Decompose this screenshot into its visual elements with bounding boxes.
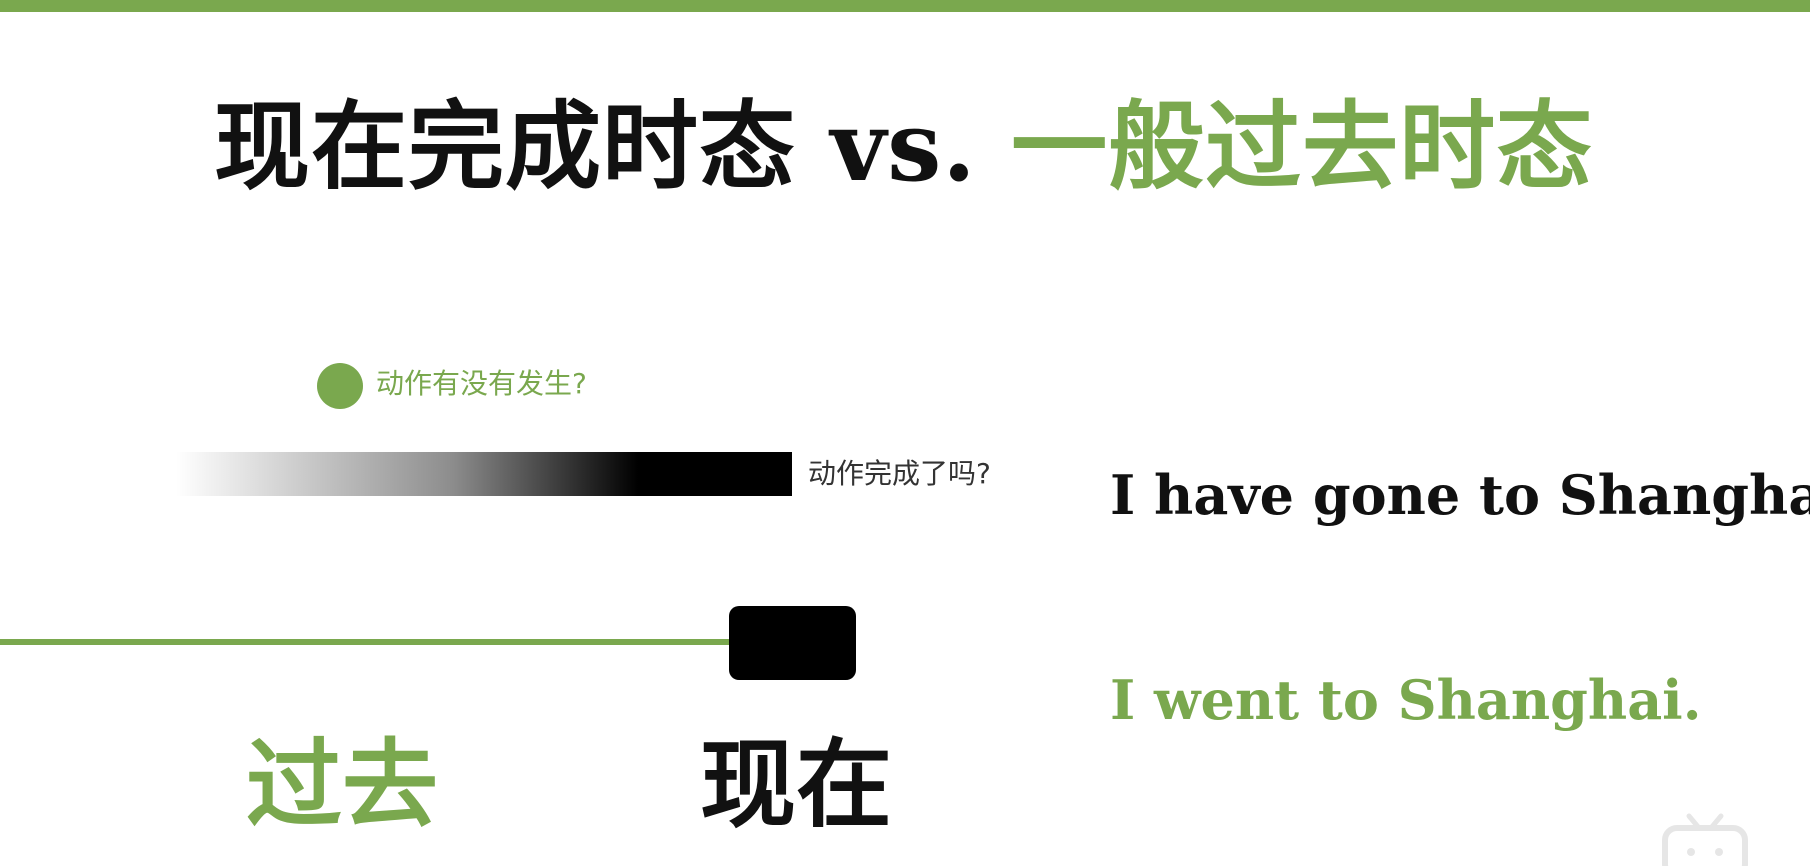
tv-logo-icon <box>1662 813 1748 866</box>
question-happened: 动作有没有发生? <box>376 367 587 400</box>
page-title: 现在完成时态 vs. 一般过去时态 <box>214 92 1593 202</box>
question-bullet-icon <box>317 363 363 409</box>
top-accent-bar <box>0 0 1810 12</box>
now-marker <box>729 606 856 680</box>
example-present-perfect: I have gone to Shanghai. <box>1110 463 1810 527</box>
title-present-perfect: 现在完成时态 vs. <box>214 90 1012 203</box>
question-completed: 动作完成了吗? <box>808 457 991 490</box>
example-simple-past: I went to Shanghai. <box>1110 668 1702 732</box>
timeline-label-past: 过去 <box>246 728 438 841</box>
timeline-label-now: 现在 <box>700 728 892 841</box>
completion-gradient-bar <box>176 452 792 496</box>
timeline-line <box>0 639 740 645</box>
title-simple-past: 一般过去时态 <box>1011 90 1594 203</box>
